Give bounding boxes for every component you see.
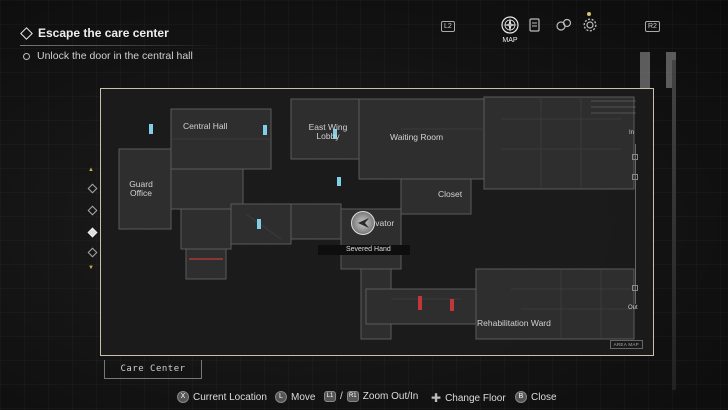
zoom-in-label: In [629, 130, 635, 136]
notification-dot-icon [587, 12, 591, 16]
objective-title: Escape the care center [20, 26, 220, 40]
control-separator: / [340, 391, 343, 402]
floor-up-arrow-icon[interactable]: ▲ [88, 167, 94, 173]
control-change-floor[interactable]: ✚ Change Floor [431, 391, 506, 405]
floor-marker-icon[interactable] [87, 247, 98, 258]
zoom-minus-icon[interactable] [632, 285, 638, 291]
map-frame[interactable]: Central Hall East Wing Lobby Waiting Roo… [100, 88, 654, 356]
floor-down-arrow-icon[interactable]: ▼ [88, 265, 94, 271]
room-label-guard-office: Guard Office [129, 179, 153, 198]
floor-selector[interactable]: ▲ ▼ [86, 165, 98, 280]
floor-marker-icon[interactable] [87, 183, 98, 194]
control-move[interactable]: L Move [275, 391, 315, 403]
objective-subtask-text: Unlock the door in the central hall [37, 50, 193, 62]
item-label-severed-hand: Severed Hand [318, 245, 410, 255]
objective-panel: Escape the care center Unlock the door i… [20, 26, 220, 62]
map-floorplan [118, 96, 636, 340]
subtask-circle-icon [23, 52, 30, 60]
zoom-plus-icon[interactable] [632, 154, 638, 160]
zoom-level-icon[interactable] [632, 174, 638, 180]
zoom-track[interactable] [635, 144, 636, 304]
dpad-icon: ✚ [431, 391, 442, 405]
l1-button-icon: L1 [324, 391, 336, 402]
control-zoom[interactable]: L1 / R1 Zoom Out/In [324, 391, 418, 402]
b-button-icon: B [515, 391, 527, 403]
objective-divider [20, 45, 220, 46]
files-icon[interactable] [529, 18, 543, 36]
left-stick-icon: L [275, 391, 287, 403]
area-name-tab: Care Center [104, 360, 202, 379]
room-label-closet: Closet [438, 189, 463, 199]
room-label-rehabilitation-ward: Rehabilitation Ward [477, 318, 551, 328]
room-label-central-hall: Central Hall [183, 121, 228, 131]
l2-button-icon[interactable]: L2 [441, 21, 455, 32]
control-current-location[interactable]: X Current Location [177, 391, 267, 403]
r1-button-icon: R1 [346, 391, 359, 402]
zoom-scale[interactable]: In Out [626, 130, 646, 320]
control-label: Change Floor [445, 392, 506, 404]
map-tab-label: MAP [502, 37, 518, 44]
x-button-icon: X [177, 391, 189, 403]
control-close[interactable]: B Close [515, 391, 557, 403]
area-map-tag: AREA MAP [609, 340, 643, 349]
side-pillar-left [640, 52, 650, 88]
map-compass-icon[interactable] [501, 16, 519, 34]
side-bar [672, 60, 676, 390]
floor-marker-current-icon[interactable] [87, 227, 98, 238]
gear-icon[interactable] [583, 18, 601, 36]
control-label: Current Location [193, 391, 267, 403]
room-label-elevator: Elevator [363, 218, 395, 228]
objective-title-text: Escape the care center [38, 26, 169, 40]
objective-diamond-icon [20, 26, 33, 40]
controls-bar: X Current Location L Move L1 / R1 Zoom O… [0, 391, 728, 407]
objective-subtask: Unlock the door in the central hall [20, 50, 220, 62]
r2-button-icon[interactable]: R2 [645, 21, 660, 32]
side-pillar-right [666, 52, 676, 88]
room-label-waiting-room: Waiting Room [390, 132, 444, 142]
current-location-marker-icon [351, 211, 375, 235]
control-label: Zoom Out/In [362, 391, 419, 402]
control-label: Move [291, 391, 316, 403]
inventory-icon[interactable] [556, 18, 574, 36]
zoom-out-label: Out [628, 305, 638, 311]
floor-marker-icon[interactable] [87, 205, 98, 216]
room-label-east-wing-lobby: East Wing Lobby [308, 122, 348, 141]
control-label: Close [531, 391, 557, 403]
